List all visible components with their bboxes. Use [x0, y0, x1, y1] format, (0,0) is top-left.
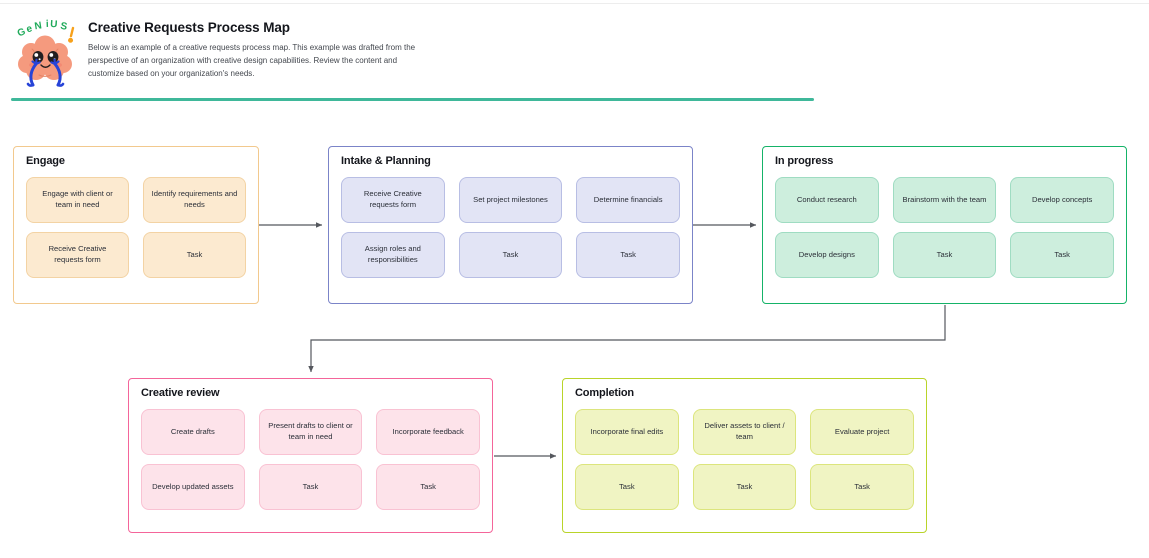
task-card[interactable]: Develop concepts [1010, 177, 1114, 223]
section-completion[interactable]: Completion Incorporate final edits Deliv… [562, 378, 927, 533]
svg-text:i: i [46, 19, 49, 30]
task-card[interactable]: Set project milestones [458, 177, 563, 223]
task-card[interactable]: Deliver assets to client / team [692, 409, 797, 455]
page-top-rule [0, 3, 1149, 4]
task-card[interactable]: Conduct research [775, 177, 879, 223]
section-engage[interactable]: Engage Engage with client or team in nee… [13, 146, 259, 304]
task-card[interactable]: Brainstorm with the team [892, 177, 997, 223]
svg-text:S: S [59, 21, 68, 33]
svg-text:e: e [25, 23, 34, 35]
section-creative-review[interactable]: Creative review Create drafts Present dr… [128, 378, 493, 533]
task-card[interactable]: Task [143, 232, 246, 278]
task-card[interactable]: Determine financials [576, 177, 680, 223]
card-grid-in-progress: Conduct research Brainstorm with the tea… [775, 177, 1114, 278]
card-grid-intake-and-planning: Receive Creative requests form Set proje… [341, 177, 680, 278]
section-intake-and-planning[interactable]: Intake & Planning Receive Creative reque… [328, 146, 693, 304]
task-card[interactable]: Identify requirements and needs [143, 177, 246, 223]
task-card[interactable]: Evaluate project [810, 409, 914, 455]
task-card[interactable]: Task [458, 232, 563, 278]
task-card[interactable]: Task [810, 464, 914, 510]
section-title-completion: Completion [575, 387, 634, 399]
task-card[interactable]: Engage with client or team in need [26, 177, 129, 223]
svg-text:U: U [50, 19, 58, 30]
section-title-in-progress: In progress [775, 155, 834, 167]
task-card[interactable]: Incorporate feedback [376, 409, 480, 455]
card-grid-creative-review: Create drafts Present drafts to client o… [141, 409, 480, 510]
section-in-progress[interactable]: In progress Conduct research Brainstorm … [762, 146, 1127, 304]
card-grid-engage: Engage with client or team in need Ident… [26, 177, 246, 278]
task-card[interactable]: Task [258, 464, 363, 510]
section-title-creative-review: Creative review [141, 387, 220, 399]
task-card[interactable]: Present drafts to client or team in need [258, 409, 363, 455]
header-text-block: Creative Requests Process Map Below is a… [88, 20, 418, 81]
connector-progress-to-review [308, 305, 946, 373]
section-title-engage: Engage [26, 155, 65, 167]
task-card[interactable]: Create drafts [141, 409, 245, 455]
task-card[interactable]: Task [1010, 232, 1114, 278]
header-divider [11, 98, 814, 101]
task-card[interactable]: Task [576, 232, 680, 278]
task-card[interactable]: Task [376, 464, 480, 510]
svg-text:N: N [34, 20, 43, 32]
task-card[interactable]: Incorporate final edits [575, 409, 679, 455]
task-card[interactable]: Develop designs [775, 232, 879, 278]
svg-text:G: G [16, 26, 28, 39]
task-card[interactable]: Assign roles and responsibilities [341, 232, 445, 278]
task-card[interactable]: Task [892, 232, 997, 278]
page-title: Creative Requests Process Map [88, 20, 290, 35]
section-title-intake-and-planning: Intake & Planning [341, 155, 431, 167]
page-header: G e N i U S [0, 10, 830, 100]
task-card[interactable]: Receive Creative requests form [341, 177, 445, 223]
task-card[interactable]: Task [575, 464, 679, 510]
task-card[interactable]: Develop updated assets [141, 464, 245, 510]
genius-brain-logo: G e N i U S [12, 18, 82, 90]
card-grid-completion: Incorporate final edits Deliver assets t… [575, 409, 914, 510]
page-description: Below is an example of a creative reques… [88, 43, 416, 78]
task-card[interactable]: Receive Creative requests form [26, 232, 129, 278]
task-card[interactable]: Task [692, 464, 797, 510]
